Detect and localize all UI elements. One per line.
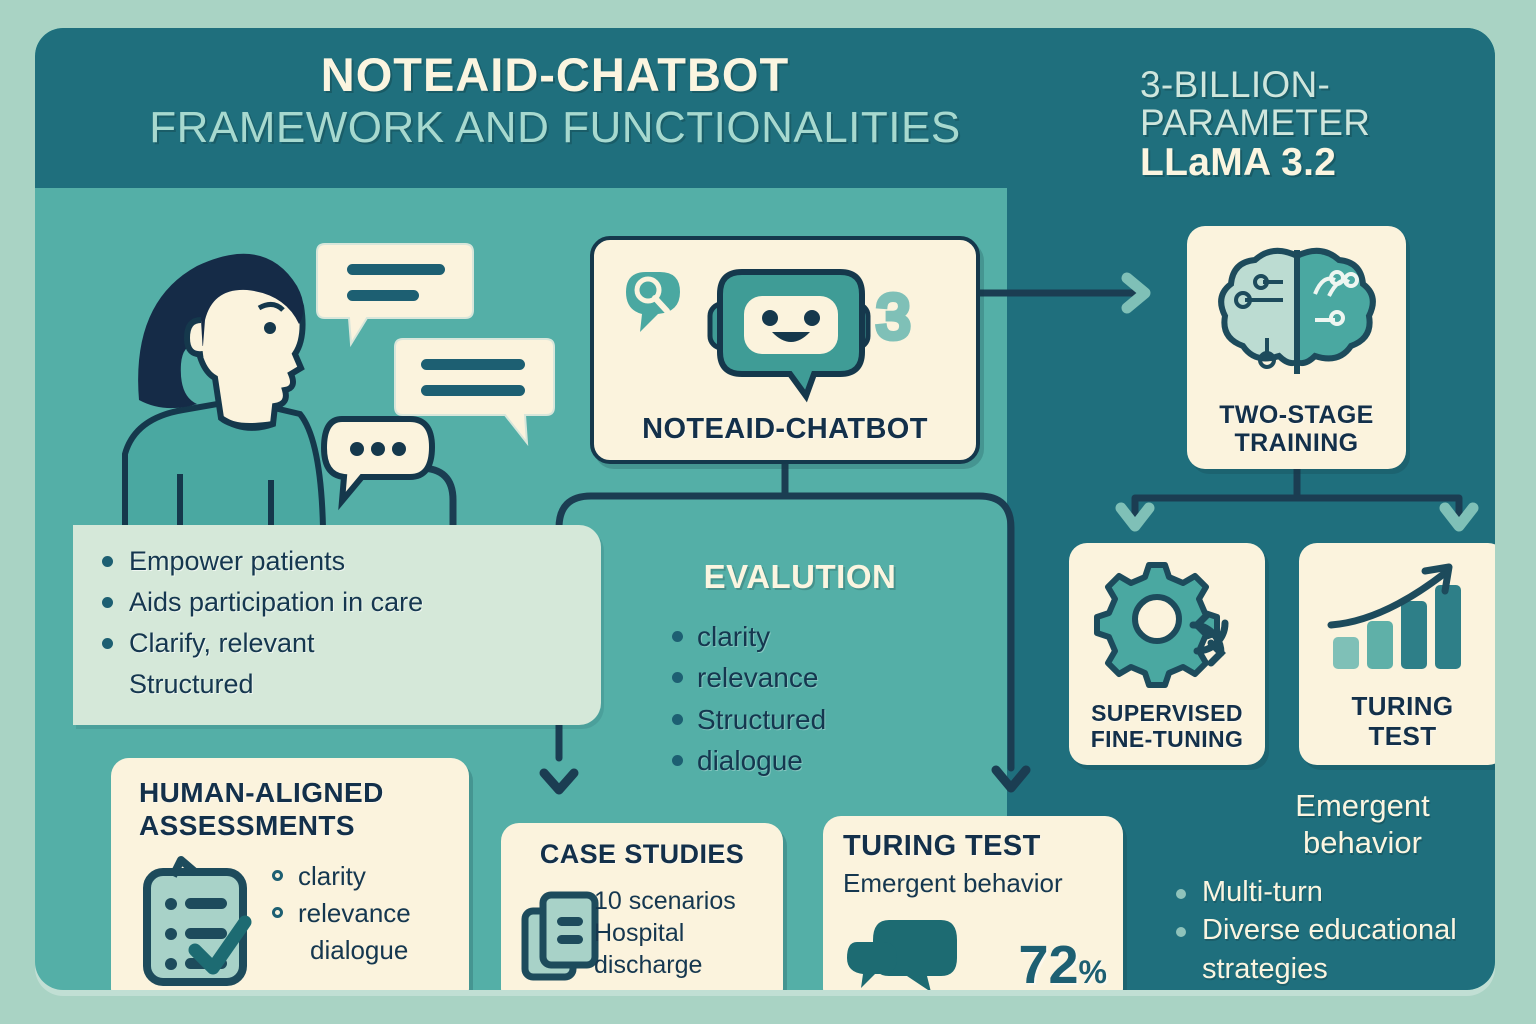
chatbot-label: NOTEAID-CHATBOT: [642, 413, 928, 445]
svg-text:3: 3: [876, 283, 910, 352]
patient-illustration: [122, 228, 575, 531]
list-item: clarity: [672, 616, 945, 657]
list-item: Diverse educational: [1170, 911, 1495, 949]
list-item: relevance: [268, 895, 453, 932]
model-label: 3-BILLION- PARAMETER LLaMA 3.2: [1140, 64, 1440, 184]
brain-icon: [1218, 247, 1376, 374]
benefits-panel: Empower patients Aids participation in c…: [73, 525, 601, 725]
list-item: Empower patients: [102, 541, 601, 582]
turing-test-value: 72%: [1018, 935, 1107, 990]
title-line-1: NOTEAID-CHATBOT: [320, 48, 790, 101]
human-aligned-title: HUMAN-ALIGNED ASSESSMENTS: [139, 777, 384, 842]
list-item: clarity: [268, 858, 453, 895]
noteaid-chatbot-card[interactable]: 3 NOTEAID-CHATBOT: [590, 236, 980, 464]
list-item: Structured: [129, 669, 254, 700]
list-item: relevance: [672, 657, 945, 698]
list-item: Clarify, relevant: [102, 623, 601, 664]
clipboard-check-icon: [143, 856, 252, 986]
list-item: Aids participation in care: [102, 582, 601, 623]
robot-icon: 3: [626, 269, 913, 403]
evaluation-title: EVALUTION: [703, 558, 897, 595]
list-item: Structured: [672, 699, 945, 740]
growth-chart-icon: [1327, 563, 1461, 669]
gear-refresh-icon: [1094, 562, 1229, 688]
emergent-behavior-list: Multi-turn Diverse educational strategie…: [1170, 873, 1495, 988]
sft-label: SUPERVISED FINE-TUNING: [1090, 699, 1244, 753]
list-item: Multi-turn: [1170, 873, 1495, 911]
turing-small-label: TURING TEST: [1351, 690, 1454, 751]
chat-bubbles-icon: [847, 920, 957, 990]
speech-bubble-2: [393, 333, 558, 453]
turing-test-result-card[interactable]: TURING TEST Emergent behavior 72%: [823, 816, 1123, 990]
turing-test-card[interactable]: TURING TEST: [1299, 543, 1495, 765]
model-line-1: 3-BILLION-: [1140, 64, 1331, 105]
page-title: NOTEAID-CHATBOT FRAMEWORK AND FUNCTIONAL…: [35, 48, 1075, 152]
documents-icon: [521, 891, 599, 981]
list-item: dialogue: [310, 934, 409, 965]
speech-bubble-1: [315, 238, 475, 353]
main-card: NOTEAID-CHATBOT FRAMEWORK AND FUNCTIONAL…: [35, 28, 1495, 990]
title-line-2: FRAMEWORK AND FUNCTIONALITIES: [149, 102, 961, 152]
evaluation-section: EVALUTION clarity relevance Structured d…: [655, 558, 945, 782]
emergent-behavior-label: Emergent behavior: [1295, 788, 1430, 860]
model-line-3: LLaMA 3.2: [1140, 140, 1337, 184]
two-stage-training-card[interactable]: TWO-STAGE TRAINING: [1187, 226, 1406, 469]
human-aligned-list: clarity relevance dialogue: [268, 858, 453, 969]
supervised-fine-tuning-card[interactable]: SUPERVISED FINE-TUNING: [1069, 543, 1265, 765]
case-studies-title: CASE STUDIES: [539, 839, 745, 869]
case-studies-card[interactable]: CASE STUDIES 10 scenarios Hospital disch…: [501, 823, 783, 990]
case-studies-text: 10 scenarios Hospital discharge: [594, 887, 736, 979]
turing-test-subtitle: Emergent behavior: [843, 868, 1063, 898]
human-aligned-assessments-card[interactable]: HUMAN-ALIGNED ASSESSMENTS clarity releva…: [111, 758, 469, 990]
turing-test-title: TURING TEST: [843, 830, 1041, 862]
two-stage-label: TWO-STAGE TRAINING: [1219, 401, 1374, 457]
speech-bubble-typing: [318, 415, 436, 511]
list-item: strategies: [1202, 952, 1328, 985]
list-item-cont: dialogue: [672, 740, 945, 781]
model-line-2: PARAMETER: [1140, 102, 1371, 144]
